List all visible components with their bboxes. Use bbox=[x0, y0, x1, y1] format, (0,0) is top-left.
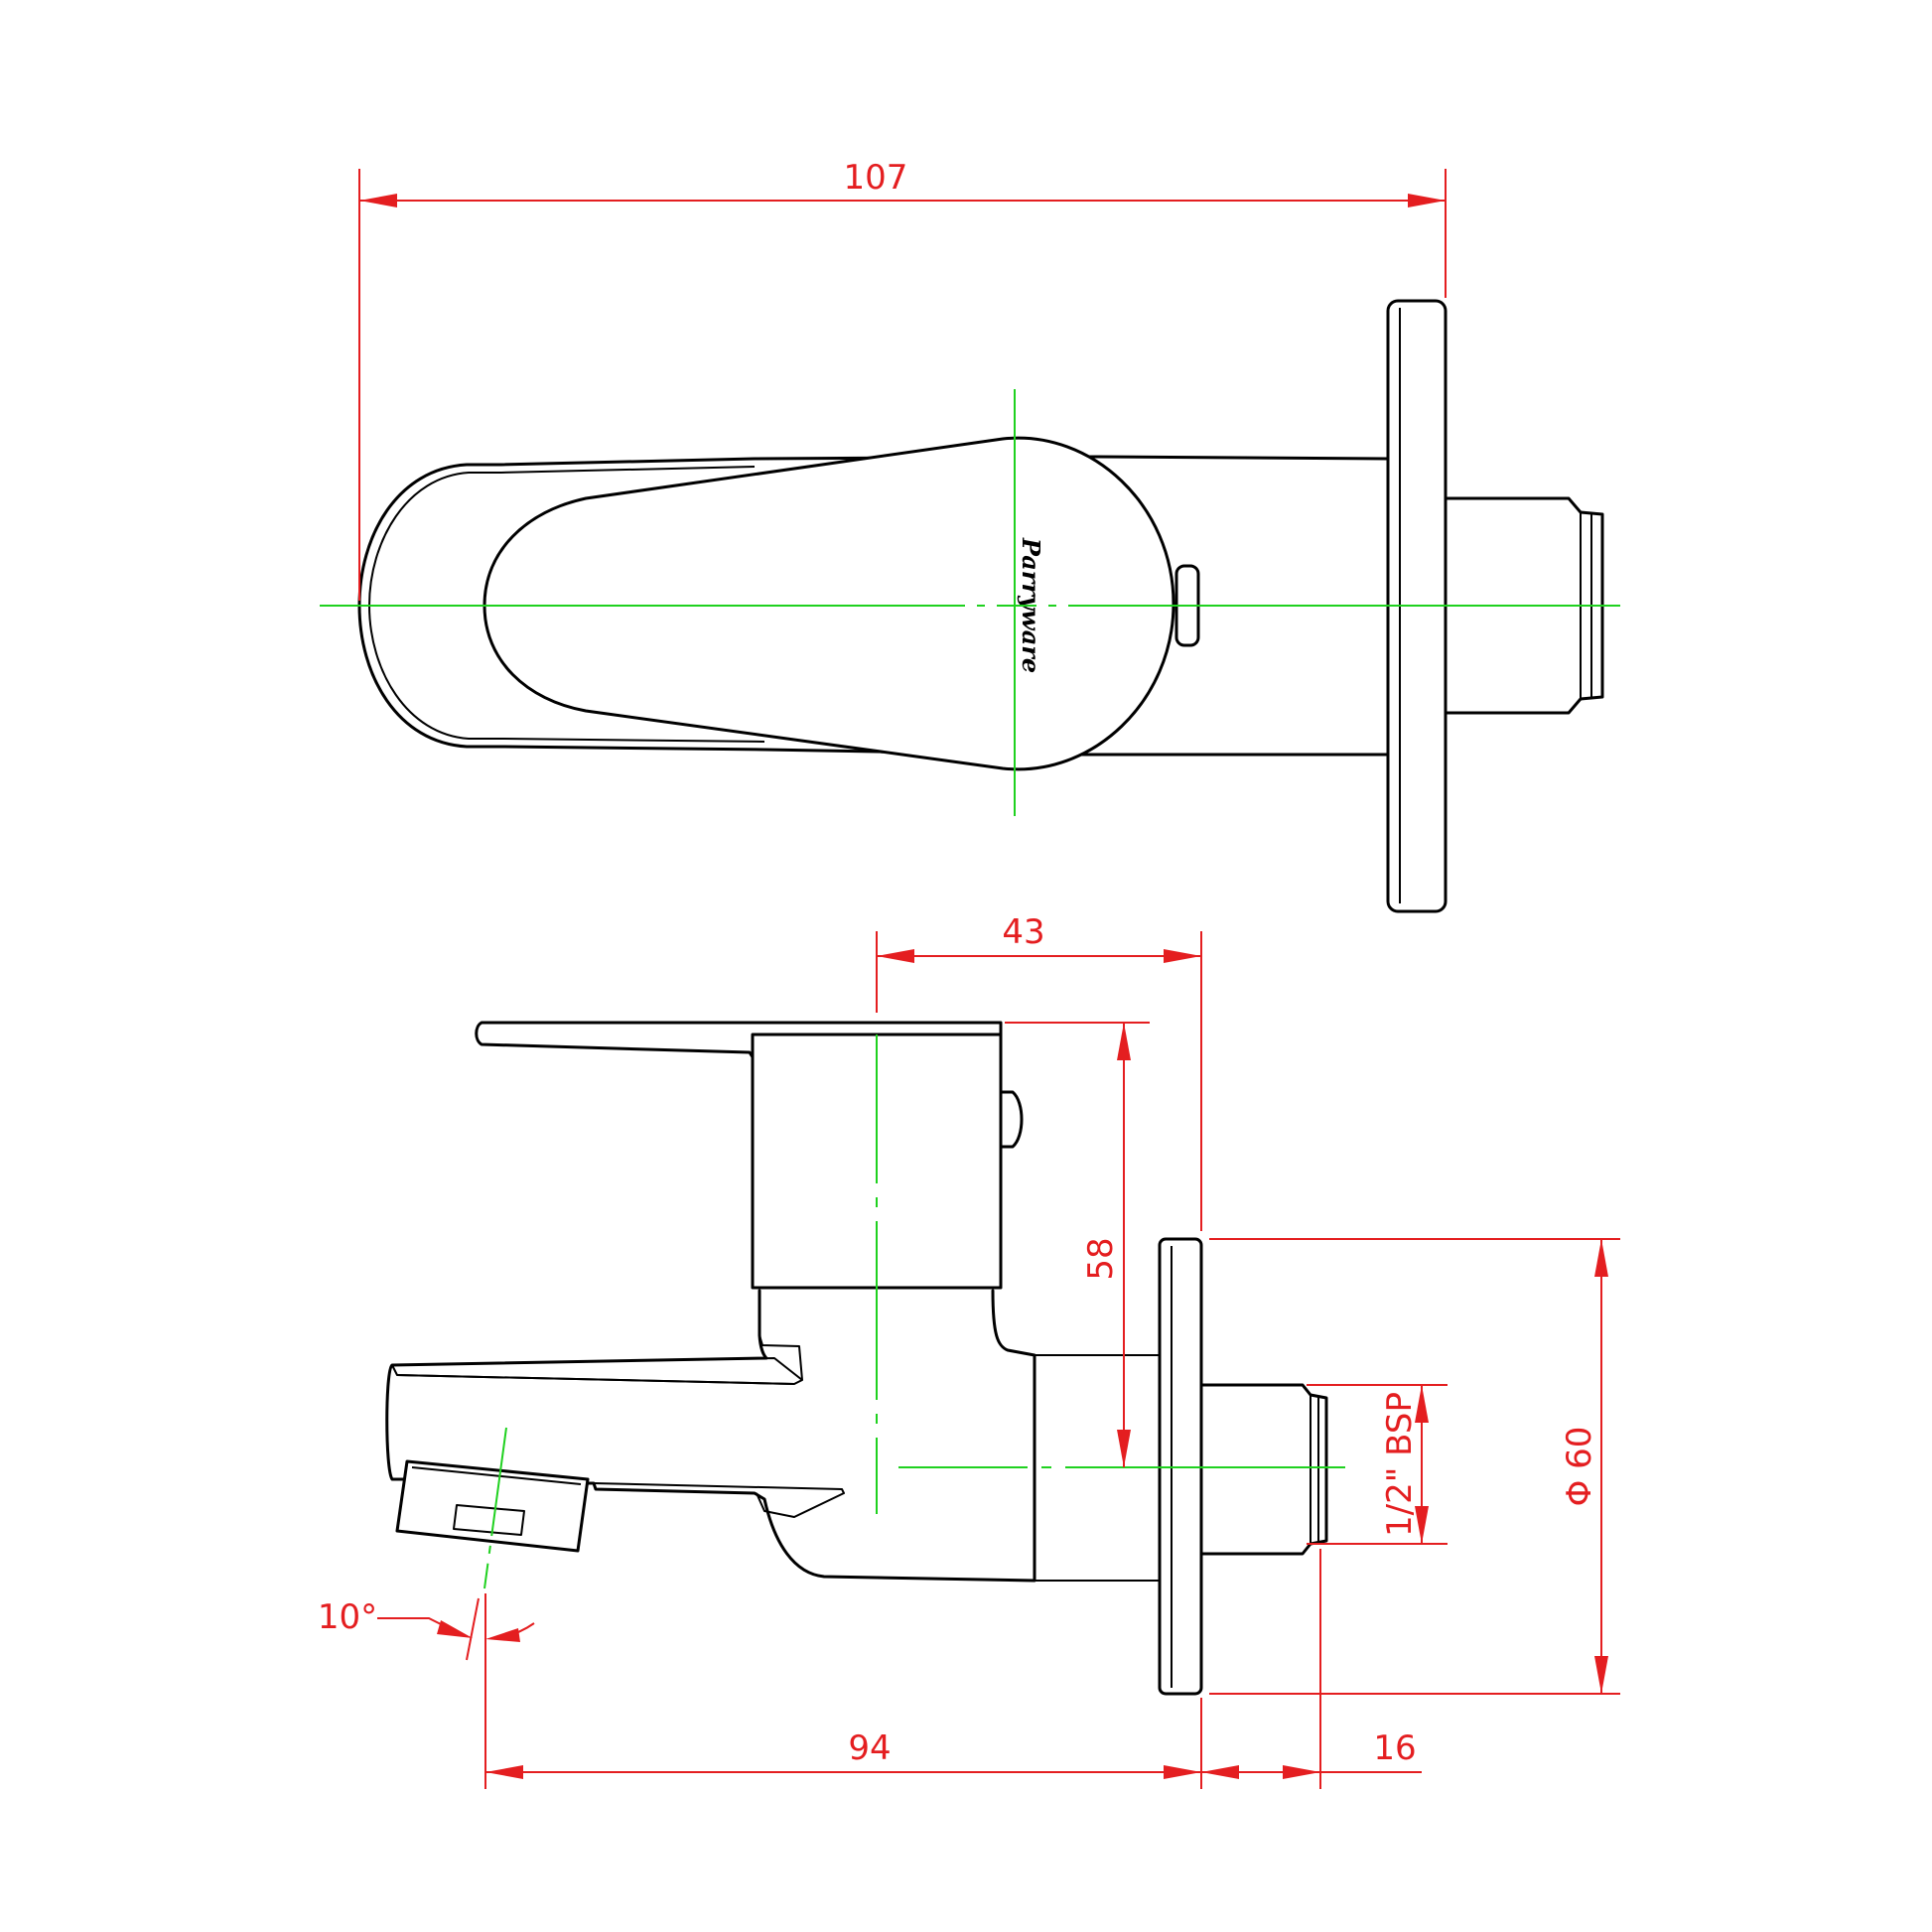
top-view-body-bottom-edge bbox=[500, 738, 765, 743]
side-view-threaded-connector bbox=[1199, 1383, 1328, 1556]
dim-d60-arrow-bottom bbox=[1594, 1656, 1608, 1694]
dim-43-arrow-right bbox=[1164, 949, 1201, 963]
side-view: 43 58 1/2" BSP Φ 60 94 16 bbox=[318, 912, 1620, 1789]
side-view-spout-fin-upper bbox=[391, 1357, 803, 1385]
dim-angle-arrow-right bbox=[485, 1628, 520, 1642]
side-view-spout-fin-lower bbox=[593, 1482, 845, 1518]
dim-58-arrow-top bbox=[1117, 1023, 1131, 1060]
dim-43-arrow-left bbox=[877, 949, 914, 963]
dim-43-label: 43 bbox=[1002, 912, 1044, 952]
dim-angle-ext-left bbox=[466, 1597, 480, 1661]
dim-bsp-arrow-bottom bbox=[1415, 1506, 1429, 1544]
top-view-lever-handle bbox=[483, 436, 1175, 771]
dim-d60-arrow-top bbox=[1594, 1239, 1608, 1277]
dim-94-label: 94 bbox=[848, 1728, 891, 1768]
dim-bsp-label: 1/2" BSP bbox=[1380, 1392, 1420, 1537]
top-view: Parryware 107 bbox=[320, 158, 1620, 913]
side-view-aerator-edge bbox=[411, 1466, 582, 1485]
dim-16-arrow-right bbox=[1283, 1765, 1320, 1779]
top-view-body-top-edge bbox=[500, 466, 756, 474]
side-view-spout-fin-upper-tip bbox=[759, 1334, 803, 1381]
top-view-body-outline bbox=[357, 455, 1390, 757]
dim-107-arrow-left bbox=[359, 194, 397, 207]
dim-94-arrow-left bbox=[485, 1765, 523, 1779]
side-view-aerator-inner bbox=[453, 1504, 525, 1536]
side-view-aerator bbox=[395, 1459, 590, 1553]
dim-16-label: 16 bbox=[1373, 1728, 1416, 1768]
dim-94-arrow-right bbox=[1164, 1765, 1201, 1779]
side-view-aerator-centerline bbox=[483, 1427, 507, 1589]
dim-d60-label: Φ 60 bbox=[1560, 1427, 1599, 1507]
dim-107-arrow-right bbox=[1408, 194, 1446, 207]
dim-107-label: 107 bbox=[844, 158, 908, 198]
dim-bsp-arrow-top bbox=[1415, 1385, 1429, 1423]
side-view-spout-top-edge bbox=[396, 1374, 795, 1385]
side-view-side-button bbox=[999, 1090, 1024, 1149]
dim-angle-arrow-left bbox=[437, 1620, 473, 1638]
dim-angle-label: 10° bbox=[318, 1597, 377, 1637]
dim-16-arrow-left bbox=[1201, 1765, 1239, 1779]
dim-58-arrow-bottom bbox=[1117, 1430, 1131, 1467]
dim-58-label: 58 bbox=[1081, 1237, 1121, 1280]
